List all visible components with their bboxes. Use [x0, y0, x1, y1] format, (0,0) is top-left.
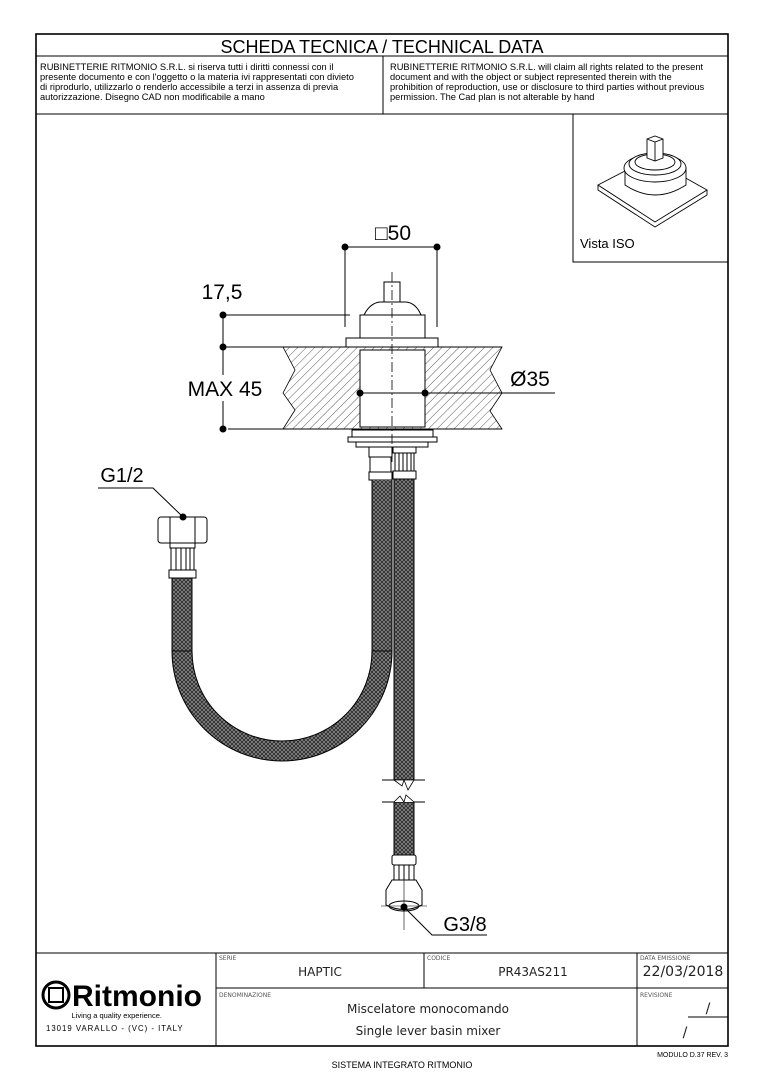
denominazione-it: Miscelatore monocomando	[347, 1002, 509, 1016]
denominazione-en: Single lever basin mixer	[356, 1024, 501, 1038]
serie-value: HAPTIC	[298, 965, 342, 979]
disclaimer-it-line: di riprodurlo, utilizzarlo o renderlo ac…	[40, 82, 339, 92]
data-emissione-label: DATA EMISSIONE	[640, 955, 691, 962]
disclaimer-it-line: autorizzazione. Disegno CAD non modifica…	[40, 92, 265, 102]
serie-label: SERIE	[219, 955, 237, 962]
dim-height-top: 17,5	[202, 281, 243, 304]
revisione-value: /	[706, 1001, 711, 1017]
lock-nut	[351, 429, 434, 438]
iso-view-label: Vista ISO	[580, 236, 635, 251]
dim-max-thickness: MAX 45	[188, 378, 263, 401]
disclaimer-en-line: permission. The Cad plan is not alterabl…	[390, 92, 594, 102]
page-frame	[35, 33, 729, 1047]
g12-nut	[157, 516, 208, 544]
module-revision: MODULO D.37 REV. 3	[657, 1052, 728, 1059]
section-drawing: □50 17,5 MAX 45 Ø35 G1/2 G3/8	[98, 222, 555, 936]
iso-view: Vista ISO	[572, 114, 728, 263]
revisione-value-2: /	[683, 1025, 688, 1041]
footer-system: SISTEMA INTEGRATO RITMONIO	[332, 1060, 473, 1070]
header: SCHEDA TECNICA / TECHNICAL DATA RUBINETT…	[36, 37, 728, 115]
disclaimer-it-line: RUBINETTERIE RITMONIO S.R.L. si riserva …	[40, 62, 333, 72]
title-block: Ritmonio Living a quality experience. 13…	[36, 952, 728, 1046]
data-emissione-value: 22/03/2018	[643, 964, 724, 980]
revisione-label: REVISIONE	[640, 992, 673, 999]
disclaimer-it-line: presente documento e con l'oggetto o la …	[40, 72, 354, 82]
iso-product-illustration	[597, 135, 708, 228]
logo-text: Ritmonio	[72, 980, 202, 1013]
dim-width-square: □50	[375, 222, 411, 245]
company-address: 13019 VARALLO - (VC) - ITALY	[46, 1024, 184, 1033]
dim-outlet-thread: G3/8	[443, 914, 486, 936]
dimensions: □50 17,5 MAX 45 Ø35 G1/2 G3/8	[98, 222, 555, 936]
denominazione-label: DENOMINAZIONE	[219, 992, 271, 999]
mixer-cap	[359, 314, 426, 339]
codice-value: PR43AS211	[498, 965, 568, 979]
mixer-body	[359, 349, 426, 428]
disclaimer-en-line: prohibition of reproduction, use or disc…	[390, 82, 705, 92]
codice-label: CODICE	[427, 955, 450, 962]
logo-tagline: Living a quality experience.	[72, 1011, 162, 1020]
outlet-hose-g38	[381, 478, 427, 930]
disclaimer-en-line: document and with the object or subject …	[390, 72, 672, 82]
dim-diameter: Ø35	[510, 368, 550, 391]
dim-inlet-thread: G1/2	[100, 465, 143, 487]
ritmonio-logo: Ritmonio Living a quality experience.	[41, 980, 202, 1020]
disclaimer-en-line: RUBINETTERIE RITMONIO S.R.L. will claim …	[390, 62, 703, 72]
sheet-title: SCHEDA TECNICA / TECHNICAL DATA	[220, 37, 543, 57]
inlet-hose-g12	[157, 480, 393, 762]
